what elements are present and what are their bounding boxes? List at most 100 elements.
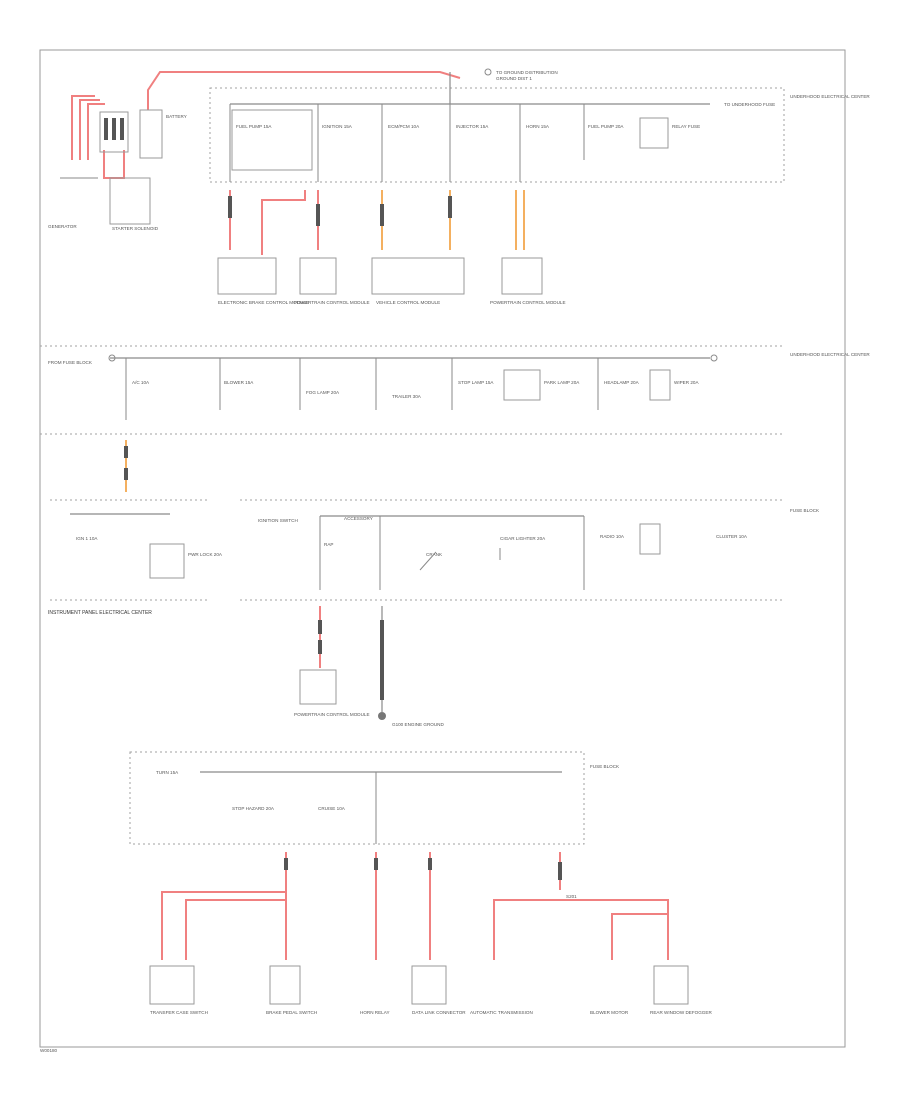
fusible-link-1 [104,118,108,140]
middle-section: FROM FUSE BLOCK UNDERHOOD ELECTRICAL CEN… [40,345,870,492]
diagram-frame [39,49,846,1048]
ipec-right-fuse-1: ACCESSORY [344,516,373,521]
uh-center-label: UNDERHOOD ELECTRICAL CENTER [790,94,870,99]
lower-red-wires [161,852,669,960]
lower-conn-4 [558,862,562,880]
comp-box-1 [149,965,195,1005]
module-box-3 [371,257,465,295]
middle-left-ref-icon [108,354,116,362]
diagram-id: W00180 [40,1048,58,1053]
starter-solenoid-label: STARTER SOLENOID [112,226,159,231]
connector-a [228,196,232,218]
middle-right-ref-icon [710,354,718,362]
comp-label-3: DATA LINK CONNECTOR [412,1010,466,1015]
generator-label: GENERATOR [48,224,77,229]
ground-dist-note: TO GROUND DISTRIBUTION [496,70,558,75]
ipec-left-fuse-1: PWR LOCK 20A [188,552,223,557]
ipec-conn-2 [318,640,322,654]
battery-feed-wire [71,95,105,160]
module-box-1 [217,257,277,295]
middle-right-label: UNDERHOOD ELECTRICAL CENTER [790,352,870,357]
mid-fuse-5: PARK LAMP 20A [544,380,580,385]
ipec-right-fuse-5: RADIO 10A [600,534,625,539]
module-label-2: POWERTRAIN CONTROL MODULE [294,300,370,305]
ipec-module-label: POWERTRAIN CONTROL MODULE [294,712,370,717]
mid-fuse-2: FOG LAMP 20A [306,390,340,395]
fusible-link-2 [112,118,116,140]
comp-box-3 [411,965,447,1005]
module-label-1: ELECTRONIC BRAKE CONTROL MODULE [218,300,309,305]
comp-box-4 [653,965,689,1005]
ipec-section: IGN 1 10A PWR LOCK 20A INSTRUMENT PANEL … [48,499,820,727]
ipec-left-fuse-0: IGN 1 10A [76,536,98,541]
starter-relay-block [99,111,129,153]
ipec-left-relay [149,543,185,579]
ipec-switch-icon [419,548,501,571]
battery-icon [139,109,163,159]
top-fuse-3: INJECTOR 15A [456,124,489,129]
ground-icon [378,712,386,720]
lower-section: FUSE BLOCK TURN 15A STOP HAZARD 20A CRUI… [129,751,712,1015]
mid-fuse-7: WIPER 20A [674,380,699,385]
ipec-right-label: FUSE BLOCK [790,508,820,513]
comp-box-2 [269,965,301,1005]
top-fuse-2: ECM/PCM 10A [388,124,420,129]
mid-fuse-0: A/C 10A [132,380,150,385]
ipec-right-fuse-0: IGNITION SWITCH [258,518,298,523]
lower-fuse-2: CRUISE 10A [318,806,346,811]
splice-label: S201 [566,894,577,899]
ipec-right-relay [639,523,661,555]
lower-conn-1 [284,858,288,870]
ipec-label: INSTRUMENT PANEL ELECTRICAL CENTER [48,610,152,616]
lower-fuse-1: STOP HAZARD 20A [232,806,275,811]
connector-d [448,196,452,218]
ground-label: G100 ENGINE GROUND [392,722,445,727]
middle-fuses: A/C 10A BLOWER 15A FOG LAMP 20A TRAILER … [125,358,699,420]
ground-dist-note-2: GROUND DIST 1 [496,76,532,81]
comp-label-0: TRANSFER CASE SWITCH [150,1010,208,1015]
battery-label: BATTERY [166,114,187,119]
lower-fuse-0: TURN 15A [156,770,179,775]
module-box-4 [501,257,543,295]
ipec-right-fuse-4: CIGAR LIGHTER 20A [500,536,546,541]
comp-label-6: REAR WINDOW DEFOGGER [650,1010,712,1015]
fusible-link-3 [120,118,124,140]
module-drop-wires-orange [381,190,525,250]
ipec-right-fuse-2: RAP [324,542,333,547]
lower-box-label: FUSE BLOCK [590,764,620,769]
ipec-right-fuse-6: CLUSTER 10A [716,534,748,539]
comp-label-1: BRAKE PEDAL SWITCH [266,1010,317,1015]
relay-box-2 [639,117,669,149]
top-fuse-1: IGNITION 15A [322,124,353,129]
middle-left-label: FROM FUSE BLOCK [48,360,93,365]
top-fuse-0: FUEL PUMP 15A [236,124,272,129]
connector-b [316,204,320,226]
top-fuse-5: FUEL PUMP 20A [588,124,624,129]
module-label-4: POWERTRAIN CONTROL MODULE [490,300,566,305]
comp-label-4: AUTOMATIC TRANSMISSION [470,1010,533,1015]
mid-fuse-1: BLOWER 15A [224,380,254,385]
lower-conn-2 [374,858,378,870]
connector-mid-2 [124,468,128,480]
ipec-conn-1 [318,620,322,634]
ground-ref-icon [484,68,492,76]
ipec-module-box [299,669,337,705]
top-fuses: FUEL PUMP 15A IGNITION 15A ECM/PCM 10A I… [229,104,700,182]
lower-fuse-box [129,751,585,845]
relay-box-1 [231,109,313,171]
module-box-2 [299,257,337,295]
mid-relay-2 [649,369,671,401]
module-label-3: VEHICLE CONTROL MODULE [376,300,440,305]
comp-label-5: BLOWER MOTOR [590,1010,629,1015]
mid-fuse-6: HEADLAMP 20A [604,380,640,385]
top-fuse-4: HORN 15A [526,124,550,129]
underhood-center-box-top [209,87,785,183]
module-drop-wires-red [229,190,319,255]
lower-conn-3 [428,858,432,870]
mid-fuse-3: TRAILER 30A [392,394,422,399]
mid-fuse-4: STOP LAMP 15A [458,380,494,385]
uh-to-label: TO UNDERHOOD FUSE [724,102,775,107]
connector-c [380,204,384,226]
ipec-right-fuse-3: CRANK [426,552,443,557]
